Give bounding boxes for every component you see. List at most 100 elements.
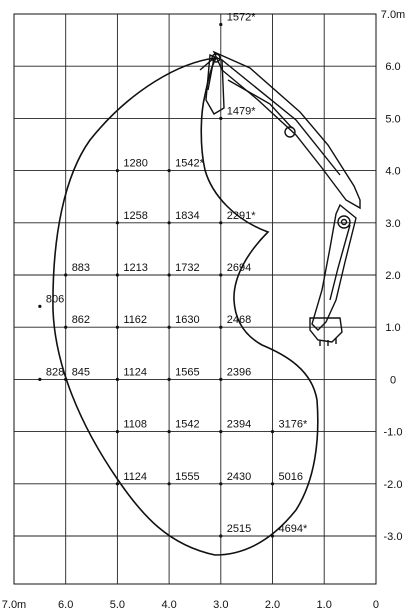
load-value-label: 1280 [123, 158, 147, 170]
load-point-dot [167, 273, 171, 277]
y-axis-tick-label: 1.0 [385, 322, 400, 334]
load-value-label: 1572* [227, 11, 256, 23]
chart-frame [13, 13, 377, 585]
x-axis-tick-label: 0 [373, 599, 379, 611]
working-envelope-curve [52, 57, 319, 556]
load-point-dot [64, 325, 68, 329]
y-axis-tick-label: 3.0 [385, 218, 400, 230]
load-value-label: 828 [46, 366, 64, 378]
x-axis-tick-label: 2.0 [265, 599, 280, 611]
y-axis-tick-label: -3.0 [384, 531, 403, 543]
bucket [309, 317, 343, 343]
x-axis-tick-label: 6.0 [58, 599, 73, 611]
load-point-dot [219, 377, 223, 381]
load-value-label: 2291* [227, 210, 256, 222]
load-value-label: 1124 [123, 471, 147, 483]
load-value-label: 1124 [123, 366, 147, 378]
boom-cylinder [227, 79, 293, 129]
load-point-dot [219, 221, 223, 225]
load-point-dot [64, 377, 68, 381]
load-point-dot [115, 273, 119, 277]
load-point-dot [219, 22, 223, 27]
load-point-dot [115, 169, 119, 173]
y-axis-tick-label: 2.0 [385, 270, 400, 282]
load-point-dot [167, 482, 171, 486]
x-axis-tick-label: 3.0 [213, 599, 228, 611]
load-point-dot [115, 482, 119, 486]
load-point-dot [167, 325, 171, 329]
load-point-dot [219, 534, 223, 538]
load-value-label: 1555 [175, 471, 199, 483]
load-point-dot [219, 325, 223, 329]
load-value-label: 1213 [123, 262, 147, 274]
arm-pivot-inner [340, 218, 348, 226]
load-point-dot [219, 273, 223, 277]
excavator-boom-arm [199, 50, 361, 346]
y-axis-tick-label: 4.0 [385, 166, 400, 178]
load-value-label: 1108 [123, 419, 147, 431]
boom-top-pivot [211, 53, 221, 63]
load-value-label: 1162 [123, 314, 147, 326]
x-axis-tick-label: 4.0 [161, 599, 176, 611]
arm-outline [311, 203, 357, 331]
load-value-label: 845 [72, 366, 90, 378]
x-axis-labels: 7.0m 6.0 5.0 4.0 3.0 2.0 1.0 0 [2, 599, 379, 611]
load-value-label: 3176* [279, 419, 308, 431]
load-value-label: 2694 [227, 262, 251, 274]
load-value-label: 1479* [227, 105, 256, 117]
load-value-label: 1630 [175, 314, 199, 326]
load-point-dot [167, 430, 171, 434]
y-axis-tick-label: 5.0 [385, 113, 400, 125]
load-point-dot [219, 430, 223, 434]
load-value-label: 1542* [175, 158, 204, 170]
load-point-dot [115, 377, 119, 381]
load-value-label: 2468 [227, 314, 251, 326]
grid-lines [14, 14, 376, 584]
load-value-label: 862 [72, 314, 90, 326]
load-value-label: 5016 [279, 471, 303, 483]
load-point-dot [167, 221, 171, 225]
boom-pivot [284, 126, 296, 138]
load-point-dot [115, 325, 119, 329]
load-value-label: 1565 [175, 366, 199, 378]
load-value-label: 2515 [227, 523, 251, 535]
load-point-dot [270, 430, 275, 434]
load-value-label: 1834 [175, 210, 199, 222]
y-axis-tick-label: 0 [390, 374, 396, 386]
load-value-label: 2394 [227, 419, 251, 431]
load-value-label: 806 [46, 293, 64, 305]
load-value-label: 2430 [227, 471, 251, 483]
load-value-label: 4694* [279, 523, 308, 535]
load-value-label: 2396 [227, 366, 251, 378]
load-value-label: 883 [72, 262, 90, 274]
load-value-label: 1732 [175, 262, 199, 274]
load-point-dot [38, 377, 42, 381]
boom-top-arm [199, 56, 216, 91]
y-axis-tick-label: -2.0 [384, 479, 403, 491]
load-point-dot [38, 304, 42, 308]
load-point-markers [38, 22, 275, 538]
boom-inner-line [221, 59, 341, 176]
x-axis-tick-label: 1.0 [317, 599, 332, 611]
load-point-dot [219, 482, 223, 486]
load-point-dot [167, 169, 171, 173]
y-axis-labels: 7.0m6.05.04.03.02.01.00-1.0-2.0-3.0 [381, 9, 405, 543]
load-point-dot [115, 221, 119, 225]
y-axis-tick-label: 6.0 [385, 61, 400, 73]
load-value-label: 1258 [123, 210, 147, 222]
x-axis-tick-label: 7.0m [2, 599, 26, 611]
arm-pivot [337, 215, 351, 229]
load-point-dot [270, 534, 275, 538]
y-axis-tick-label: -1.0 [384, 427, 403, 439]
load-value-label: 1542 [175, 419, 199, 431]
load-point-dot [64, 273, 68, 277]
load-point-dot [115, 430, 119, 434]
bucket-teeth [319, 338, 337, 346]
arm-cylinder [329, 224, 351, 301]
load-point-dot [167, 377, 171, 381]
x-axis-tick-label: 5.0 [110, 599, 125, 611]
load-point-dot [219, 116, 223, 120]
load-point-dot [270, 482, 275, 486]
load-values: 1572* 1479* 1280 1542* 1258 1834 2291* 883 1213 1… [46, 11, 308, 535]
